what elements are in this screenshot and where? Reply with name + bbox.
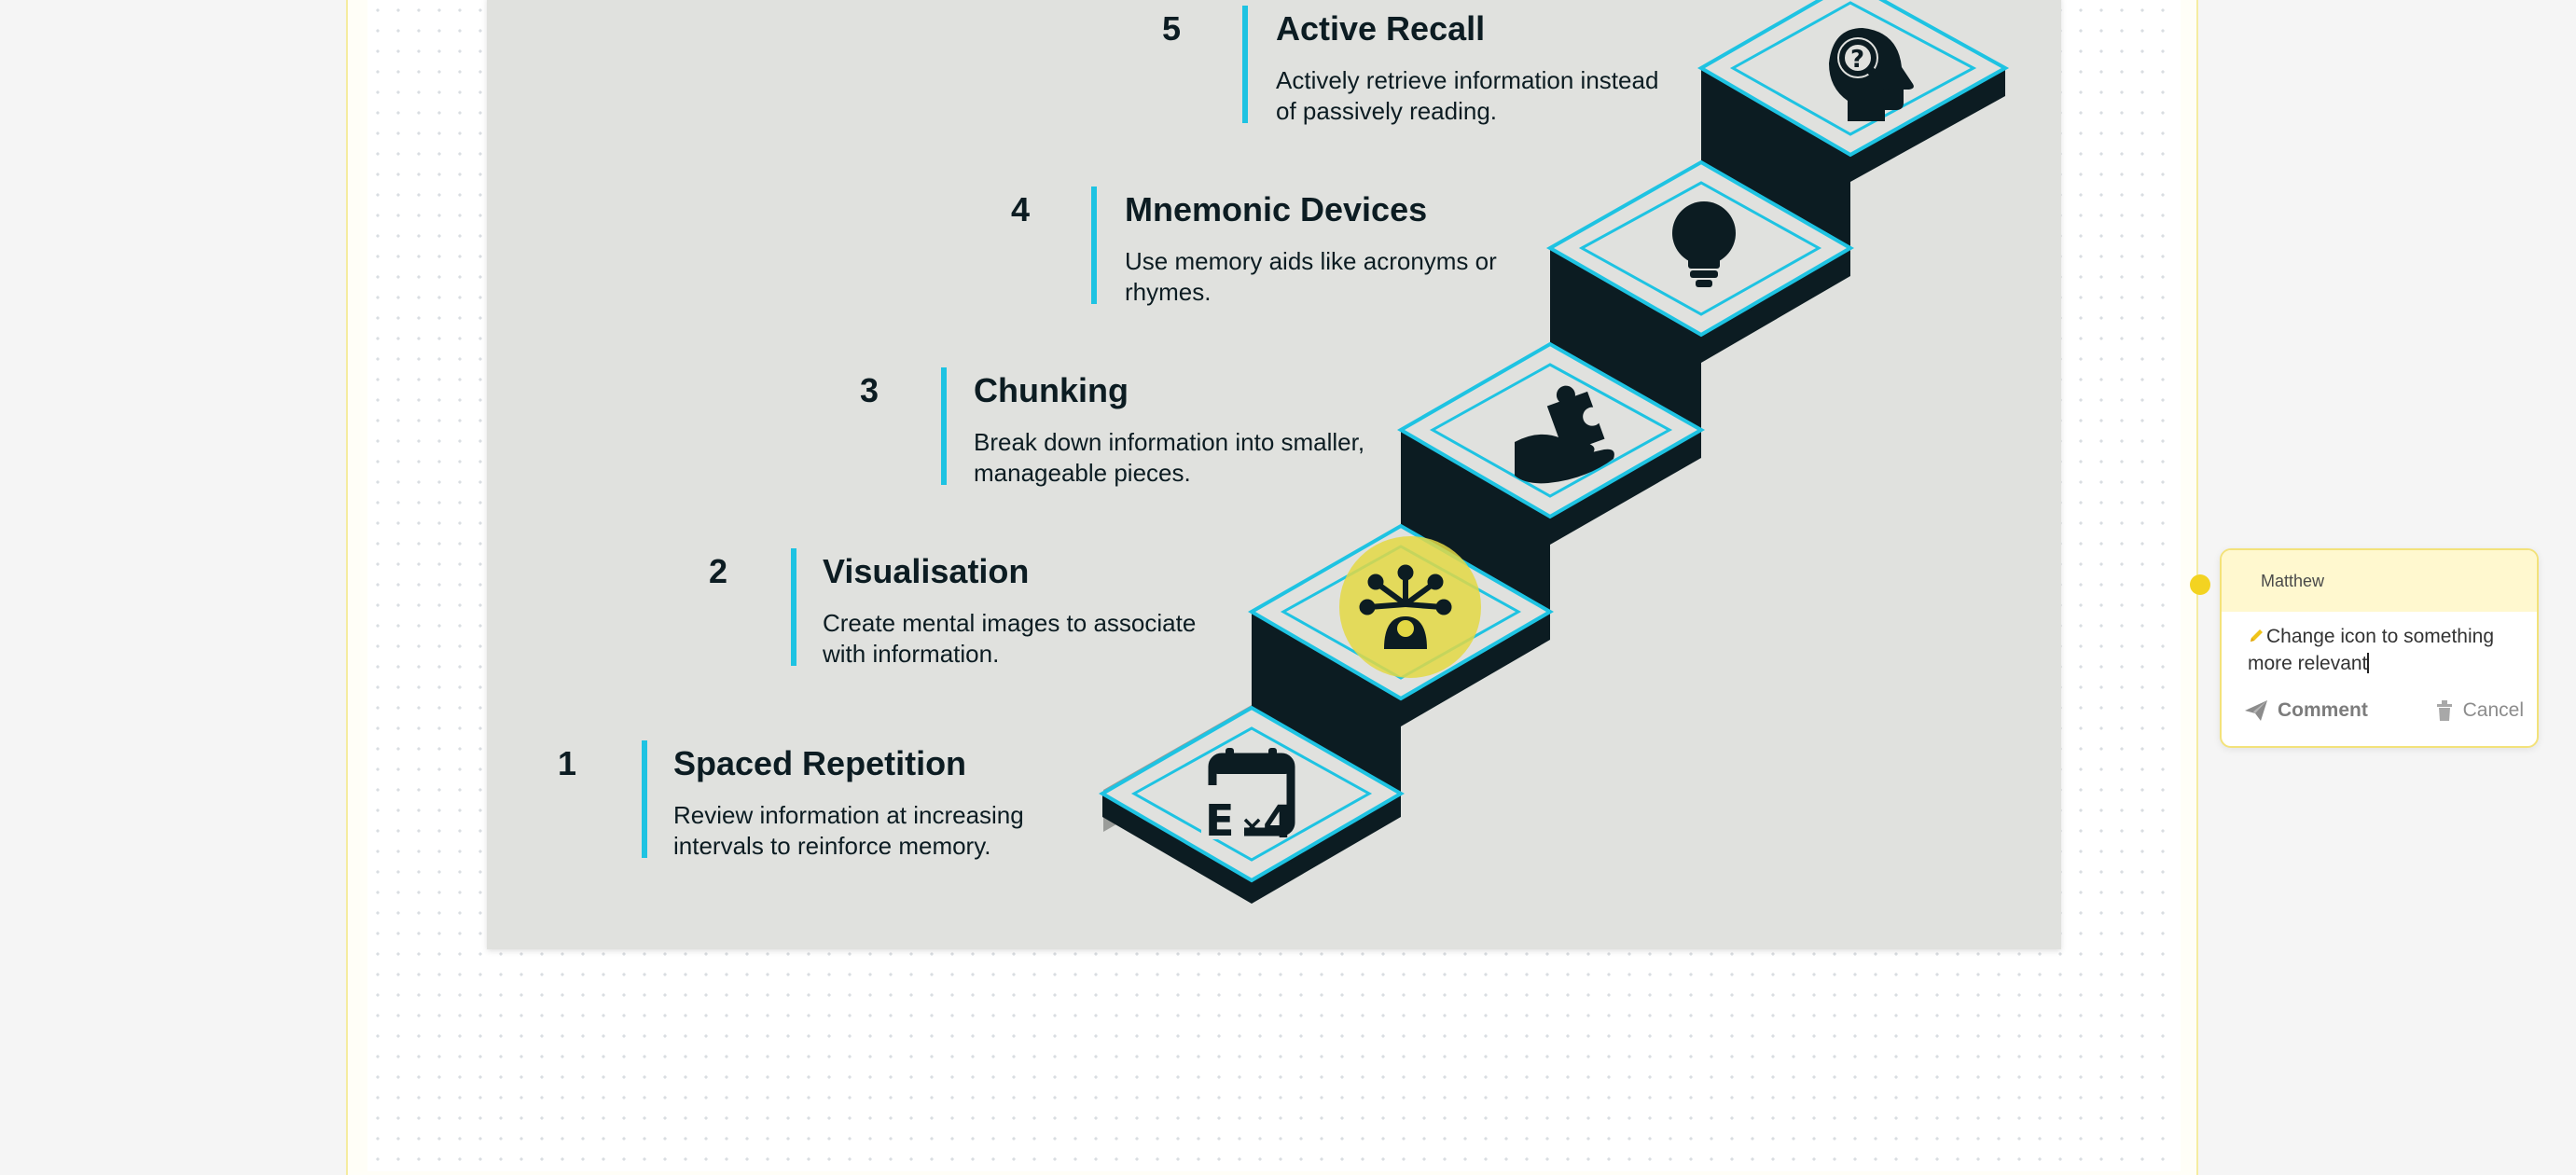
pencil-icon [2248,625,2264,642]
comment-text-value: Change icon to something more relevant [2248,626,2494,674]
step-1-number: 1 [557,744,577,782]
svg-text:E: E [1205,795,1234,846]
step-5-accent-bar [1242,6,1248,123]
step-1-title[interactable]: Spaced Repetition [673,744,967,782]
comment-actions: Comment Cancel [2244,699,2524,722]
comment-input[interactable]: Change icon to something more relevant [2248,623,2518,677]
step-3-description[interactable]: Break down information into smaller, man… [974,428,1365,487]
calendar-repeat-icon[interactable]: E × 4 [1201,748,1295,849]
comment-cancel-button[interactable]: Cancel [2435,699,2524,722]
lightbulb-icon[interactable] [1672,201,1736,287]
step-3-title[interactable]: Chunking [974,371,1129,409]
send-icon [2245,700,2267,721]
step-4-description[interactable]: Use memory aids like acronyms or rhymes. [1125,247,1497,306]
step-4-number: 4 [1010,190,1031,228]
step-4-accent-bar [1091,187,1097,304]
stair-top-3 [1397,341,1706,519]
svg-text:?: ? [1850,46,1864,74]
step-4-title[interactable]: Mnemonic Devices [1125,190,1428,228]
svg-text:×: × [1240,810,1264,843]
step-3-number: 3 [859,371,879,409]
cancel-button-label: Cancel [2462,699,2524,721]
step-5-description[interactable]: Actively retrieve information instead of… [1276,66,1659,125]
step-1-accent-bar [642,740,647,858]
comment-anchor-dot[interactable] [2190,574,2210,595]
step-2-description[interactable]: Create mental images to associate with i… [823,609,1197,668]
head-question-icon[interactable]: ? [1829,28,1914,121]
step-5-number: 5 [1161,9,1182,48]
step-3-accent-bar [941,367,947,485]
text-caret [2367,653,2370,673]
staircase-graphic[interactable]: E × 4 [487,0,2061,949]
comment-button-label: Comment [2278,699,2368,721]
step-2-title[interactable]: Visualisation [823,552,1030,590]
step-1-description[interactable]: Review information at increasing interva… [673,801,1024,860]
slide[interactable]: 1 Spaced Repetition Review information a… [487,0,2061,949]
comment-author: Matthew [2261,571,2325,590]
idea-network-icon[interactable] [1359,564,1452,649]
trash-icon [2436,700,2452,721]
step-5-title[interactable]: Active Recall [1276,9,1486,48]
svg-text:4: 4 [1263,796,1294,849]
step-2-accent-bar [791,548,796,666]
comment-header: Matthew [2222,550,2537,612]
step-2-number: 2 [708,552,728,590]
comment-card[interactable]: Matthew Change icon to something more re… [2220,548,2539,748]
comment-submit-button[interactable]: Comment [2244,699,2368,722]
hand-puzzle-icon[interactable] [1515,379,1614,484]
